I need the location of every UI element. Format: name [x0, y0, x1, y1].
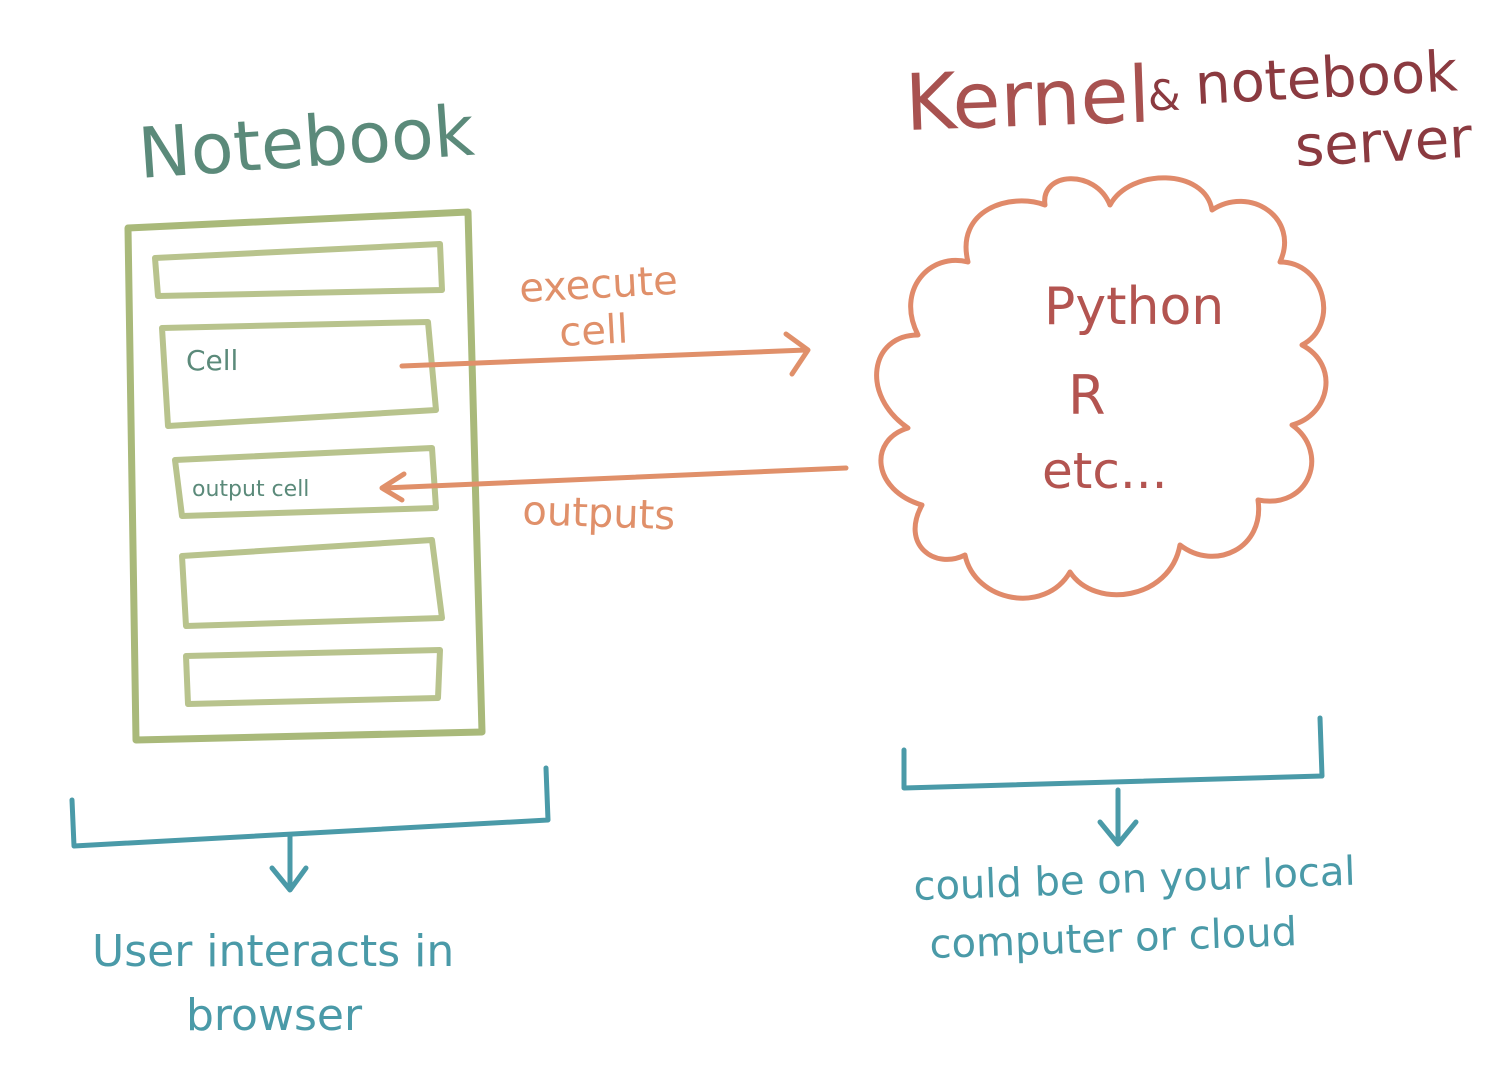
right-caption-line2: computer or cloud: [929, 909, 1298, 968]
notebook-frame: [124, 208, 486, 744]
execute-arrow: [399, 331, 811, 377]
kernel-title: Kernel: [904, 50, 1152, 148]
notebook-cell-5: [183, 647, 443, 707]
server-label: server: [1293, 106, 1474, 180]
left-caption-line2: browser: [186, 990, 363, 1041]
notebook-title: Notebook: [135, 90, 477, 195]
execute-cell-label: cell: [558, 306, 629, 356]
language-python: Python: [1044, 277, 1224, 337]
right-down-arrow: [1097, 787, 1139, 847]
outputs-label: outputs: [522, 488, 676, 539]
notebook-output-cell: [172, 445, 439, 519]
left-down-arrow: [269, 833, 309, 893]
right-caption-line1: could be on your local: [913, 849, 1356, 910]
notebook-server-label: notebook: [1193, 39, 1459, 118]
language-etc: etc...: [1042, 442, 1168, 500]
cell-label: Cell: [186, 344, 238, 377]
execute-label: execute: [518, 258, 679, 312]
notebook-cell-2: [159, 319, 439, 429]
ampersand: &: [1148, 71, 1181, 120]
right-bracket: [901, 715, 1325, 791]
language-r: R: [1068, 364, 1106, 427]
notebook-cell-1: [152, 241, 445, 299]
outputs-arrow: [379, 465, 849, 503]
notebook-cell-4: [179, 537, 445, 629]
output-cell-label: output cell: [192, 477, 309, 502]
left-bracket: [69, 765, 551, 849]
left-caption-line1: User interacts in: [92, 926, 454, 977]
kernel-cloud: [874, 175, 1329, 601]
